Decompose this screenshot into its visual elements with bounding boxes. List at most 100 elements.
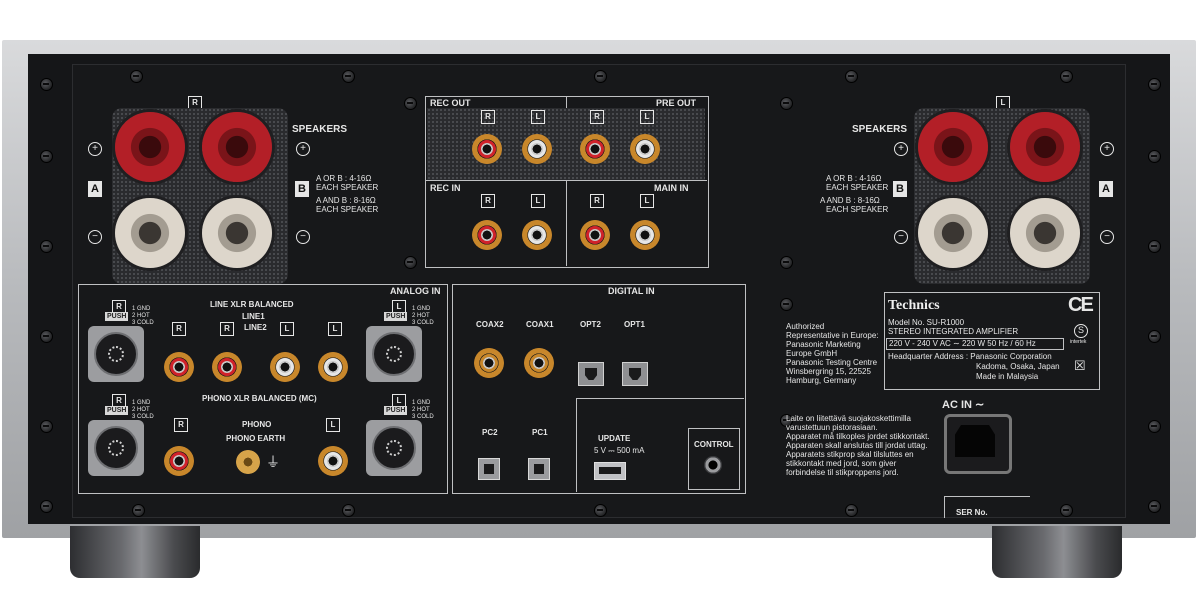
warning-line: forbindelse til stikproppens jord. — [786, 468, 899, 477]
power-rating: 220 V - 240 V AC ∼ 220 W 50 Hz / 60 Hz — [889, 339, 1036, 348]
speaker-spec-a: A OR B : 4-16Ω — [316, 174, 372, 183]
line1-r-jack[interactable] — [164, 352, 194, 382]
phono-earth-terminal[interactable] — [236, 450, 260, 474]
auth-rep-line: Winsbergring 15, 22525 — [786, 367, 871, 376]
xlr-pin3: 3 COLD — [412, 320, 434, 326]
phono-xlr-l-connector[interactable] — [366, 420, 422, 476]
speaker-terminal-l-a-negative[interactable] — [1010, 198, 1080, 268]
line1-l-jack[interactable] — [318, 352, 348, 382]
minus-icon: − — [894, 230, 908, 244]
speaker-terminal-r-b-positive[interactable] — [202, 112, 272, 182]
coax2-jack[interactable] — [474, 348, 504, 378]
rating-label — [884, 292, 1100, 390]
screw-icon — [1148, 330, 1161, 343]
line2-label: LINE2 — [244, 323, 267, 332]
ser-line — [944, 496, 945, 518]
coax1-label: COAX1 — [526, 320, 554, 329]
screw-icon — [40, 78, 53, 91]
xlr-pin3: 3 COLD — [412, 414, 434, 420]
xlr-pin3: 3 COLD — [132, 320, 154, 326]
rec-in-l-jack[interactable] — [522, 220, 552, 250]
screw-icon — [404, 256, 417, 269]
opt2-port[interactable] — [578, 362, 604, 386]
plus-icon: + — [894, 142, 908, 156]
warning-line: Apparatet må tilkoples jordet stikkontak… — [786, 432, 930, 441]
line2-l-jack[interactable] — [270, 352, 300, 382]
speaker-terminal-l-a-positive[interactable] — [1010, 112, 1080, 182]
main-in-r-jack[interactable] — [580, 220, 610, 250]
channel-l-marker: L — [280, 322, 294, 336]
minus-icon: − — [88, 230, 102, 244]
phono-r-jack[interactable] — [164, 446, 194, 476]
rec-in-label: REC IN — [430, 183, 461, 193]
left-foot — [70, 526, 200, 578]
update-usb-port[interactable] — [594, 462, 626, 480]
coax2-label: COAX2 — [476, 320, 504, 329]
channel-r-marker: R — [481, 194, 495, 208]
preamp-io-block — [425, 96, 709, 268]
rec-in-r-jack[interactable] — [472, 220, 502, 250]
push-label: PUSH — [384, 312, 408, 321]
pc2-usb-port[interactable] — [478, 458, 500, 480]
screw-icon — [594, 504, 607, 517]
warning-line: stikkontakt med jord, som giver — [786, 459, 897, 468]
speaker-terminal-l-b-negative[interactable] — [918, 198, 988, 268]
digital-in-label: DIGITAL IN — [608, 286, 655, 296]
speaker-terminal-r-a-positive[interactable] — [115, 112, 185, 182]
screw-icon — [132, 504, 145, 517]
update-spec: 5 V ⎓ 500 mA — [594, 446, 645, 455]
phono-earth-label: PHONO EARTH — [226, 434, 286, 443]
auth-rep-line: Panasonic Testing Centre — [786, 358, 878, 367]
screw-icon — [845, 504, 858, 517]
plus-icon: + — [296, 142, 310, 156]
analog-in-block — [78, 284, 448, 494]
pre-out-r-jack[interactable] — [580, 134, 610, 164]
pre-out-label: PRE OUT — [656, 98, 697, 108]
digital-divider — [576, 398, 744, 399]
screw-icon — [1148, 78, 1161, 91]
speaker-b-label: B — [893, 181, 907, 197]
ac-inlet[interactable] — [944, 414, 1012, 474]
rec-out-l-jack[interactable] — [522, 134, 552, 164]
phono-xlr-r-connector[interactable] — [88, 420, 144, 476]
control-label: CONTROL — [694, 440, 734, 449]
preamp-divider — [425, 180, 707, 181]
phono-l-jack[interactable] — [318, 446, 348, 476]
channel-l-marker: L — [328, 322, 342, 336]
speakers-title: SPEAKERS — [852, 124, 908, 135]
auth-rep-line: Authorized — [786, 322, 825, 331]
screw-icon — [342, 504, 355, 517]
line-xlr-r-connector[interactable] — [88, 326, 144, 382]
rec-out-r-jack[interactable] — [472, 134, 502, 164]
coax1-jack[interactable] — [524, 348, 554, 378]
control-jack[interactable] — [704, 456, 722, 474]
speaker-terminal-r-a-negative[interactable] — [115, 198, 185, 268]
xlr-pin2: 2 HOT — [412, 407, 430, 413]
warning-line: varustettuun pistorasiaan. — [786, 423, 878, 432]
channel-l-marker: L — [640, 110, 654, 124]
channel-l-marker: L — [326, 418, 340, 432]
pc1-usb-port[interactable] — [528, 458, 550, 480]
xlr-pin1: 1 GND — [412, 306, 431, 312]
screw-icon — [40, 240, 53, 253]
main-in-label: MAIN IN — [654, 183, 689, 193]
line2-r-jack[interactable] — [212, 352, 242, 382]
screw-icon — [1148, 150, 1161, 163]
channel-l-marker: L — [640, 194, 654, 208]
speaker-b-label: B — [295, 181, 309, 197]
speaker-terminal-l-b-positive[interactable] — [918, 112, 988, 182]
main-in-l-jack[interactable] — [630, 220, 660, 250]
auth-rep-line: Hamburg, Germany — [786, 376, 857, 385]
pre-out-l-jack[interactable] — [630, 134, 660, 164]
channel-r-marker: R — [481, 110, 495, 124]
rec-out-label: REC OUT — [430, 98, 471, 108]
speaker-terminal-r-b-negative[interactable] — [202, 198, 272, 268]
hq-address: Headquarter Address : Panasonic Corporat… — [888, 352, 1052, 361]
update-label: UPDATE — [598, 434, 631, 443]
warning-line: Apparaten skall anslutas till jordat utt… — [786, 441, 928, 450]
warning-line: Apparatets stikprop skal tilsluttes en — [786, 450, 914, 459]
phono-xlr-label: PHONO XLR BALANCED (MC) — [202, 394, 317, 403]
line-xlr-l-connector[interactable] — [366, 326, 422, 382]
model-description: STEREO INTEGRATED AMPLIFIER — [888, 327, 1019, 336]
opt1-port[interactable] — [622, 362, 648, 386]
